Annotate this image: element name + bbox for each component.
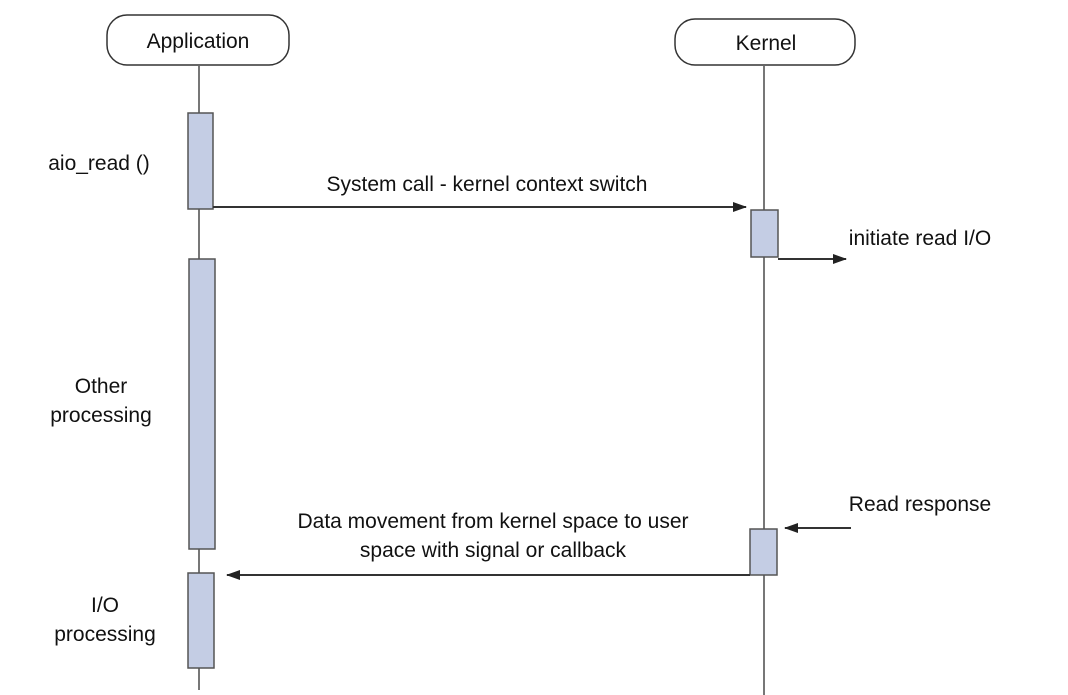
- io-processing-label-line2: processing: [54, 623, 156, 646]
- read-response-label: Read response: [849, 493, 991, 516]
- other-processing-label-line1: Other: [75, 375, 128, 398]
- data-movement-label-line1: Data movement from kernel space to user: [297, 510, 688, 533]
- participant-application: Application: [106, 14, 290, 66]
- system-call-label: System call - kernel context switch: [327, 173, 648, 196]
- participant-kernel: Kernel: [674, 18, 856, 66]
- io-processing-label-line1: I/O: [91, 594, 119, 617]
- aio-read-label: aio_read (): [48, 152, 150, 175]
- initiate-read-label: initiate read I/O: [849, 227, 991, 250]
- other-processing-label-line2: processing: [50, 404, 152, 427]
- data-movement-label-line2: space with signal or callback: [360, 539, 627, 562]
- activation-initiate-read: [750, 209, 779, 258]
- participant-kernel-label: Kernel: [736, 32, 797, 55]
- activation-other-processing: [188, 258, 216, 550]
- participant-application-label: Application: [147, 30, 250, 53]
- activation-aio-read: [187, 112, 214, 210]
- activation-io-processing: [187, 572, 215, 669]
- activation-read-response: [749, 528, 778, 576]
